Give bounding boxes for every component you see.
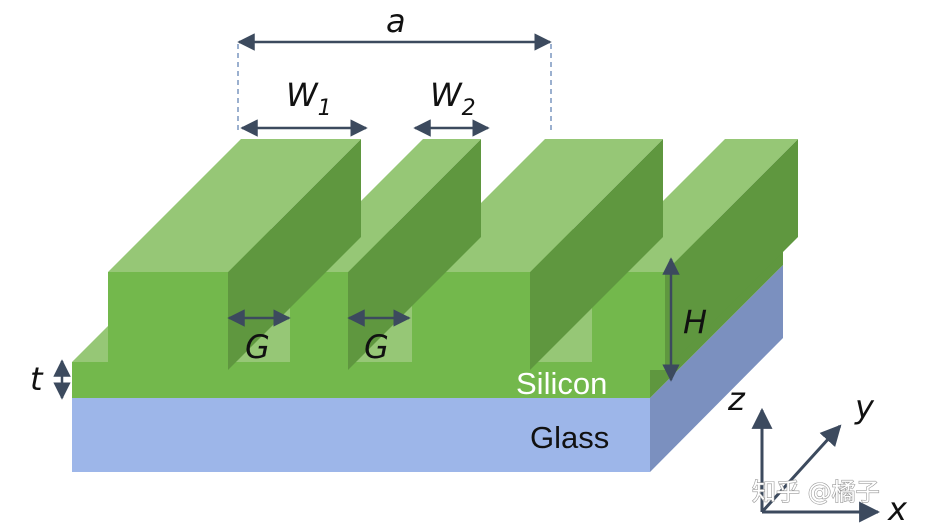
glass-side-face (650, 265, 783, 472)
ridge-2-front (290, 272, 348, 370)
label-glass: Glass (530, 420, 609, 455)
label-t: t (30, 360, 44, 398)
ridge-4-front (592, 272, 665, 370)
label-axis-z: z (727, 380, 746, 418)
label-g2: G (364, 328, 389, 366)
label-silicon: Silicon (516, 366, 607, 401)
label-axis-y: y (854, 388, 875, 426)
ridge-3-front (412, 272, 530, 370)
label-w2: W2 (430, 76, 476, 121)
label-a: a (386, 2, 406, 40)
watermark-text: 知乎 @橘子 (752, 478, 880, 506)
glass-front-face (72, 398, 650, 472)
label-w1: W1 (286, 76, 332, 121)
ridge-1-top (108, 139, 361, 272)
ridge-4-side (665, 139, 798, 370)
axis-y-arrow (760, 424, 842, 514)
ridge-1-front (108, 272, 228, 370)
label-h: H (683, 303, 707, 341)
label-g1: G (245, 328, 270, 366)
slab-front-face (72, 362, 650, 398)
ridge-3-side (530, 139, 663, 370)
label-axis-x: x (887, 490, 908, 528)
glass-substrate (72, 265, 783, 472)
